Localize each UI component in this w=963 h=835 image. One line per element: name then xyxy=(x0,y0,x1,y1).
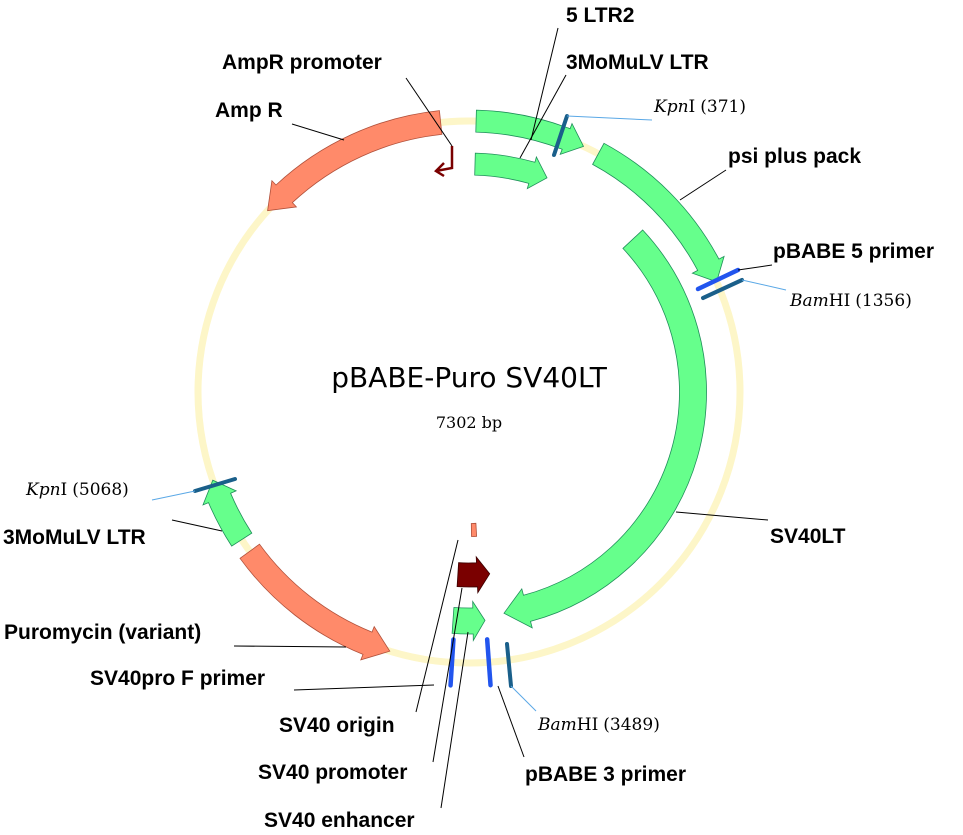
feature-sv40-promoter[interactable] xyxy=(456,555,491,594)
leader-puromycin xyxy=(233,645,347,648)
leader-pbabe-3-primer xyxy=(497,685,525,758)
plasmid-size: 7302 bp xyxy=(436,413,502,432)
leader-kpni-371 xyxy=(566,115,653,121)
primer-sv40pro-f-primer[interactable] xyxy=(448,637,456,688)
feature-ampr-promoter[interactable] xyxy=(434,146,454,178)
site-enzyme-italic: Bam xyxy=(789,291,829,311)
leader-sv40-enhancer xyxy=(440,631,469,809)
feature-label-psi-plus-pack[interactable]: psi plus pack xyxy=(728,145,861,168)
feature-amp-r[interactable] xyxy=(267,110,443,212)
feature-label-puromycin[interactable]: Puromycin (variant) xyxy=(4,621,201,644)
plasmid-backbone xyxy=(194,117,744,667)
site-label-bamhi-1356[interactable]: BamHI(1356) xyxy=(789,291,912,311)
marks-layer xyxy=(193,114,744,688)
leader-psi-plus-pack xyxy=(679,169,727,201)
primer-pbabe-5-primer[interactable] xyxy=(695,267,741,292)
feature-label-3momulv-ltr-left[interactable]: 3MoMuLV LTR xyxy=(3,526,146,549)
leader-bamhi-3489 xyxy=(510,685,537,712)
site-label-bamhi-3489[interactable]: BamHI(3489) xyxy=(537,715,660,735)
site-enzyme-rest: I xyxy=(61,480,68,500)
site-enzyme-italic: Kpn xyxy=(653,97,689,117)
site-label-kpni-371[interactable]: KpnI(371) xyxy=(653,97,746,117)
feature-label-3momulv-ltr-top[interactable]: 3MoMuLV LTR xyxy=(566,51,709,74)
primer-label-pbabe-3[interactable]: pBABE 3 primer xyxy=(525,763,686,786)
site-position: (5068) xyxy=(72,480,129,500)
feature-3momulv-ltr-top[interactable] xyxy=(474,152,548,190)
promoter-arrow-icon xyxy=(434,146,454,178)
features-layer xyxy=(202,109,725,661)
site-position: (3489) xyxy=(603,715,660,735)
feature-sv40lt[interactable] xyxy=(503,229,707,629)
feature-3momulv-ltr-left[interactable] xyxy=(202,479,253,547)
primer-pbabe-3-primer[interactable] xyxy=(484,637,493,688)
plasmid-name: pBABE-Puro SV40LT xyxy=(331,361,608,394)
leader-amp-r xyxy=(291,123,345,141)
feature-label-sv40-enhancer[interactable]: SV40 enhancer xyxy=(264,809,415,832)
site-mark-kpni-5068[interactable] xyxy=(193,477,237,493)
leader-3momulv-ltr-left xyxy=(171,519,223,532)
site-mark-kpni-371[interactable] xyxy=(552,114,569,157)
leaders-layer xyxy=(151,27,787,809)
feature-puromycin[interactable] xyxy=(239,543,391,661)
site-mark-bamhi-3489[interactable] xyxy=(505,642,513,688)
leader-sv40lt xyxy=(675,511,769,521)
primer-label-pbabe-5[interactable]: pBABE 5 primer xyxy=(773,240,934,263)
site-enzyme-italic: Bam xyxy=(537,715,577,735)
site-position: (1356) xyxy=(855,291,912,311)
site-enzyme-italic: Kpn xyxy=(25,480,61,500)
feature-label-sv40lt[interactable]: SV40LT xyxy=(770,525,846,548)
feature-sv40-enhancer[interactable] xyxy=(451,600,486,642)
feature-label-sv40-origin[interactable]: SV40 origin xyxy=(279,714,395,737)
feature-sv40-origin[interactable] xyxy=(470,522,478,537)
leader-sv40-promoter xyxy=(432,587,463,763)
leader-ampr-promoter xyxy=(405,77,453,147)
site-mark-bamhi-1356[interactable] xyxy=(701,278,744,300)
primer-label-sv40pro-f[interactable]: SV40pro F primer xyxy=(90,667,265,690)
site-enzyme-rest: I xyxy=(689,97,696,117)
feature-label-5-ltr2[interactable]: 5 LTR2 xyxy=(566,4,634,27)
leader-5-ltr2 xyxy=(530,27,559,141)
feature-label-sv40-promoter[interactable]: SV40 promoter xyxy=(258,761,407,784)
leader-sv40-origin xyxy=(415,539,459,713)
leader-3momulv-ltr-top xyxy=(519,74,567,159)
feature-label-ampr-promoter[interactable]: AmpR promoter xyxy=(222,51,382,74)
leader-pbabe-5-primer xyxy=(737,264,773,271)
feature-psi-plus-pack[interactable] xyxy=(592,142,725,283)
leader-sv40pro-f xyxy=(293,684,435,691)
site-position: (371) xyxy=(700,97,746,117)
feature-label-amp-r[interactable]: Amp R xyxy=(215,99,283,122)
leader-bamhi-1356 xyxy=(741,279,787,291)
leader-kpni-5068 xyxy=(151,490,196,501)
site-label-kpni-5068[interactable]: KpnI(5068) xyxy=(25,480,129,500)
site-enzyme-rest: HI xyxy=(829,291,851,311)
site-enzyme-rest: HI xyxy=(577,715,599,735)
